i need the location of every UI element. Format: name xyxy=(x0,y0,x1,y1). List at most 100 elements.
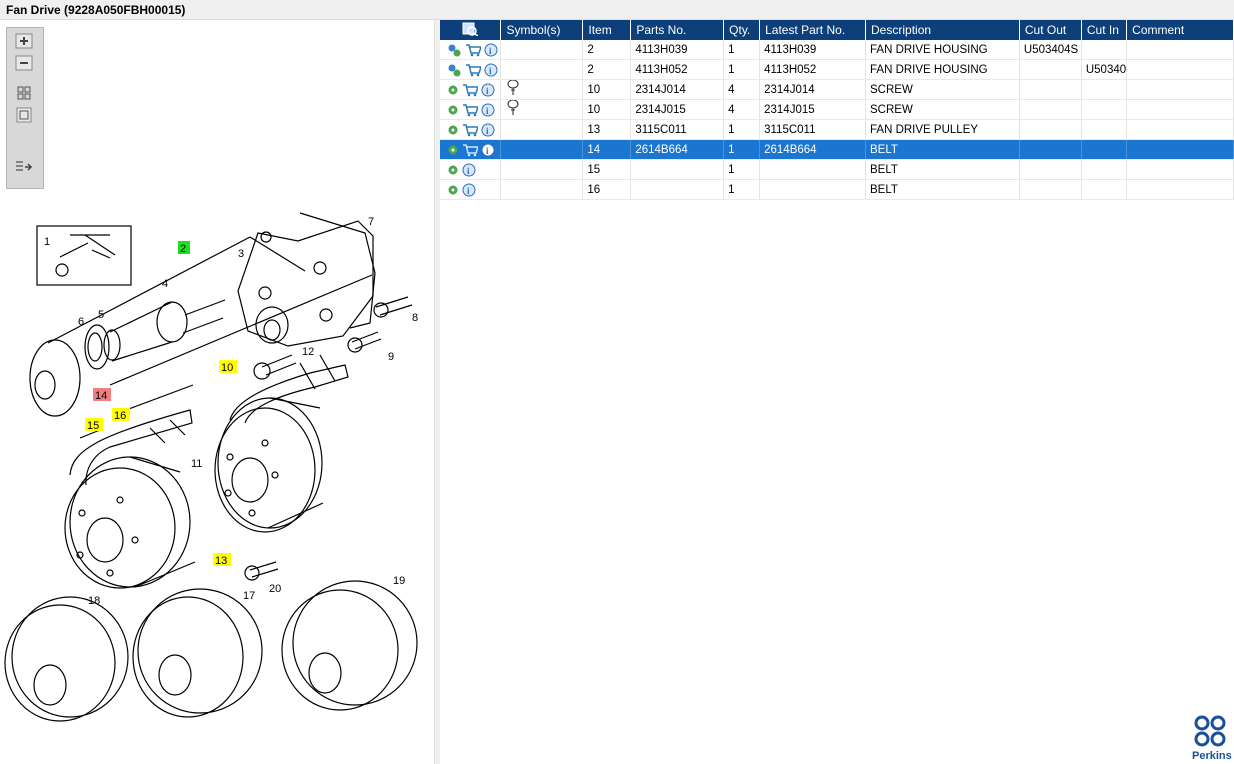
table-row[interactable]: i 2 4113H039 1 4113H039 FAN DRIVE HOUSIN… xyxy=(440,40,1234,60)
column-header-comment[interactable]: Comment xyxy=(1126,20,1234,40)
svg-text:i: i xyxy=(467,186,470,196)
callout-20: 20 xyxy=(269,583,281,595)
cell-description: FAN DRIVE HOUSING xyxy=(865,59,1020,80)
cell-description: BELT xyxy=(865,179,1020,200)
callout-16: 16 xyxy=(114,410,126,422)
cell-description: BELT xyxy=(865,139,1020,160)
cell-item: 10 xyxy=(582,99,632,120)
cell-cut-out xyxy=(1019,79,1082,100)
info-icon[interactable]: i xyxy=(481,83,495,97)
gears-icon[interactable] xyxy=(447,63,462,77)
cell-cut-in xyxy=(1081,119,1128,140)
callout-3: 3 xyxy=(238,248,244,260)
cell-item: 10 xyxy=(582,79,632,100)
cell-parts-no: 3115C011 xyxy=(630,119,725,140)
cart-icon[interactable] xyxy=(465,43,481,57)
brand-name: Perkins xyxy=(1192,750,1232,762)
cell-cut-in xyxy=(1081,179,1128,200)
cart-icon[interactable] xyxy=(462,103,478,117)
table-row[interactable]: i 15 1 BELT xyxy=(440,159,1234,180)
info-icon[interactable]: i xyxy=(484,43,498,57)
info-icon[interactable]: i xyxy=(462,183,476,197)
export-button[interactable] xyxy=(14,158,34,176)
svg-text:i: i xyxy=(489,46,492,56)
svg-text:i: i xyxy=(486,106,489,116)
table-row[interactable]: i 16 1 BELT xyxy=(440,179,1234,200)
cell-symbols xyxy=(500,179,584,200)
cell-cut-in xyxy=(1081,79,1128,100)
table-row[interactable]: i 10 2314J015 4 2314J015 SCREW xyxy=(440,99,1234,120)
cell-cut-out xyxy=(1019,139,1082,160)
column-header-parts-no[interactable]: Parts No. xyxy=(630,20,725,40)
cell-qty: 1 xyxy=(723,179,761,200)
cart-icon[interactable] xyxy=(462,143,478,157)
export-icon xyxy=(14,159,34,175)
fit-all-button[interactable] xyxy=(14,84,34,102)
column-header-cut-in[interactable]: Cut In xyxy=(1081,20,1128,40)
zoom-in-button[interactable] xyxy=(14,32,34,50)
pane-splitter[interactable] xyxy=(434,20,440,764)
column-header-qty[interactable]: Qty. xyxy=(723,20,761,40)
table-row[interactable]: i 10 2314J014 4 2314J014 SCREW xyxy=(440,79,1234,100)
callout-4: 4 xyxy=(162,278,168,290)
table-header-row: Symbol(s) Item Parts No. Qty. Latest Par… xyxy=(440,20,1234,40)
perkins-logo-icon xyxy=(1194,715,1226,747)
info-icon[interactable]: i xyxy=(481,143,495,157)
cell-qty: 4 xyxy=(723,79,761,100)
cell-latest-part-no: 3115C011 xyxy=(759,119,867,140)
cart-icon[interactable] xyxy=(465,63,481,77)
column-header-cut-out[interactable]: Cut Out xyxy=(1019,20,1082,40)
fit-page-button[interactable] xyxy=(14,106,34,124)
cart-icon[interactable] xyxy=(462,83,478,97)
callout-19: 19 xyxy=(393,575,405,587)
callout-17: 17 xyxy=(243,590,255,602)
gear-icon[interactable] xyxy=(447,123,459,137)
info-icon[interactable]: i xyxy=(462,163,476,177)
gear-icon[interactable] xyxy=(447,83,459,97)
table-row-selected[interactable]: i 14 2614B664 1 2614B664 BELT xyxy=(440,139,1234,160)
gear-icon[interactable] xyxy=(447,103,459,117)
info-icon[interactable]: i xyxy=(484,63,498,77)
callout-1: 1 xyxy=(44,236,50,248)
cell-description: FAN DRIVE HOUSING xyxy=(865,40,1020,60)
cell-symbols xyxy=(500,79,584,100)
cell-cut-in xyxy=(1081,40,1128,60)
cell-latest-part-no: 2314J014 xyxy=(759,79,867,100)
cell-description: BELT xyxy=(865,159,1020,180)
column-header-description[interactable]: Description xyxy=(865,20,1020,40)
drawing-pane[interactable]: 1 2 3 4 5 6 7 8 9 10 11 12 13 14 15 16 1… xyxy=(0,20,434,764)
info-icon[interactable]: i xyxy=(481,123,495,137)
cell-description: SCREW xyxy=(865,99,1020,120)
table-row[interactable]: i 2 4113H052 1 4113H052 FAN DRIVE HOUSIN… xyxy=(440,59,1234,80)
cart-icon[interactable] xyxy=(462,123,478,137)
cell-latest-part-no: 2314J015 xyxy=(759,99,867,120)
fit-all-icon xyxy=(15,85,33,101)
gear-icon[interactable] xyxy=(447,183,459,197)
gears-icon[interactable] xyxy=(447,43,462,57)
info-icon[interactable]: i xyxy=(481,103,495,117)
cell-cut-out xyxy=(1019,99,1082,120)
torque-symbol-icon xyxy=(505,99,521,119)
cell-cut-out xyxy=(1019,159,1082,180)
column-header-symbols[interactable]: Symbol(s) xyxy=(500,20,584,40)
cell-latest-part-no: 4113H039 xyxy=(759,40,867,60)
cell-comment xyxy=(1126,79,1234,100)
cell-latest-part-no: 2614B664 xyxy=(759,139,867,160)
column-header-icon[interactable] xyxy=(440,20,502,40)
gear-icon[interactable] xyxy=(447,143,459,157)
svg-text:i: i xyxy=(486,126,489,136)
exploded-parts-drawing[interactable]: 1 2 3 4 5 6 7 8 9 10 11 12 13 14 15 16 1… xyxy=(0,195,434,755)
callout-15: 15 xyxy=(87,420,99,432)
cell-qty: 1 xyxy=(723,139,761,160)
table-row[interactable]: i 13 3115C011 1 3115C011 FAN DRIVE PULLE… xyxy=(440,119,1234,140)
column-header-latest-part-no[interactable]: Latest Part No. xyxy=(759,20,867,40)
table-settings-icon[interactable] xyxy=(462,22,479,39)
callout-11: 11 xyxy=(191,458,202,470)
cell-qty: 1 xyxy=(723,40,761,60)
zoom-out-button[interactable] xyxy=(14,54,34,72)
column-header-item[interactable]: Item xyxy=(582,20,632,40)
cell-item: 14 xyxy=(582,139,632,160)
callout-5: 5 xyxy=(98,309,104,321)
cell-cut-out xyxy=(1019,119,1082,140)
gear-icon[interactable] xyxy=(447,163,459,177)
